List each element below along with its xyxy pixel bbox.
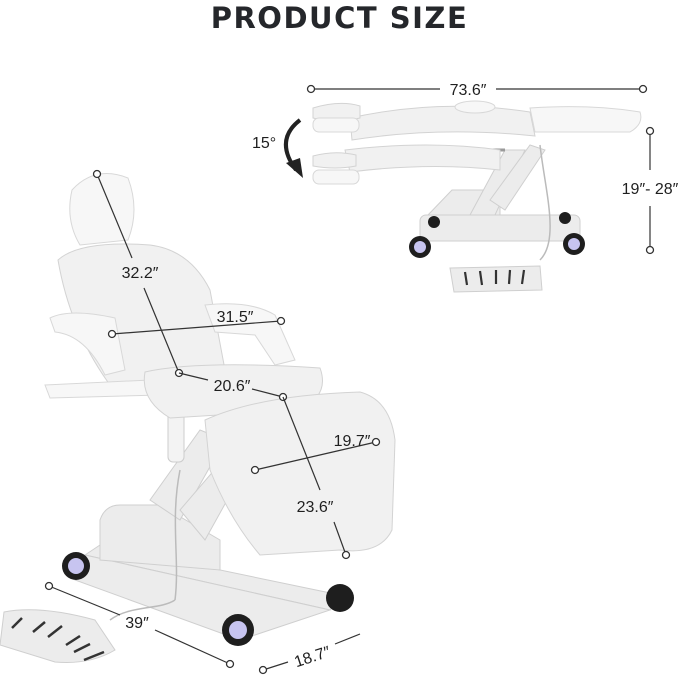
backrest-length-label: 32.2″ <box>122 265 159 282</box>
seat-length-label: 20.6″ <box>214 378 251 395</box>
height-range-label: 19″- 28″ <box>622 181 679 198</box>
base-length-label: 39″ <box>125 615 149 632</box>
dimension-base-width: 18.7″ <box>258 633 361 675</box>
dimension-tilt-angle: 15° <box>252 118 303 178</box>
legrest-width-label: 19.7″ <box>334 433 371 450</box>
page-title: PRODUCT SIZE <box>210 1 469 35</box>
length-label: 73.6″ <box>450 82 487 99</box>
dimension-total-length: 73.6″ <box>306 82 648 99</box>
base-width-label: 18.7″ <box>292 644 333 672</box>
legrest-length-label: 23.6″ <box>297 499 334 516</box>
chair-illustration <box>0 173 396 663</box>
flat-chair-illustration <box>312 100 642 293</box>
armrest-width-label: 31.5″ <box>217 309 254 326</box>
tilt-label: 15° <box>252 135 276 152</box>
dimension-legrest-length: 23.6″ <box>282 396 351 560</box>
dimension-legrest-width: 19.7″ <box>250 433 381 475</box>
dimension-armrest-width: 31.5″ <box>107 309 286 339</box>
dimension-height-range: 19″- 28″ <box>622 126 679 255</box>
dimension-base-length: 39″ <box>44 581 235 669</box>
